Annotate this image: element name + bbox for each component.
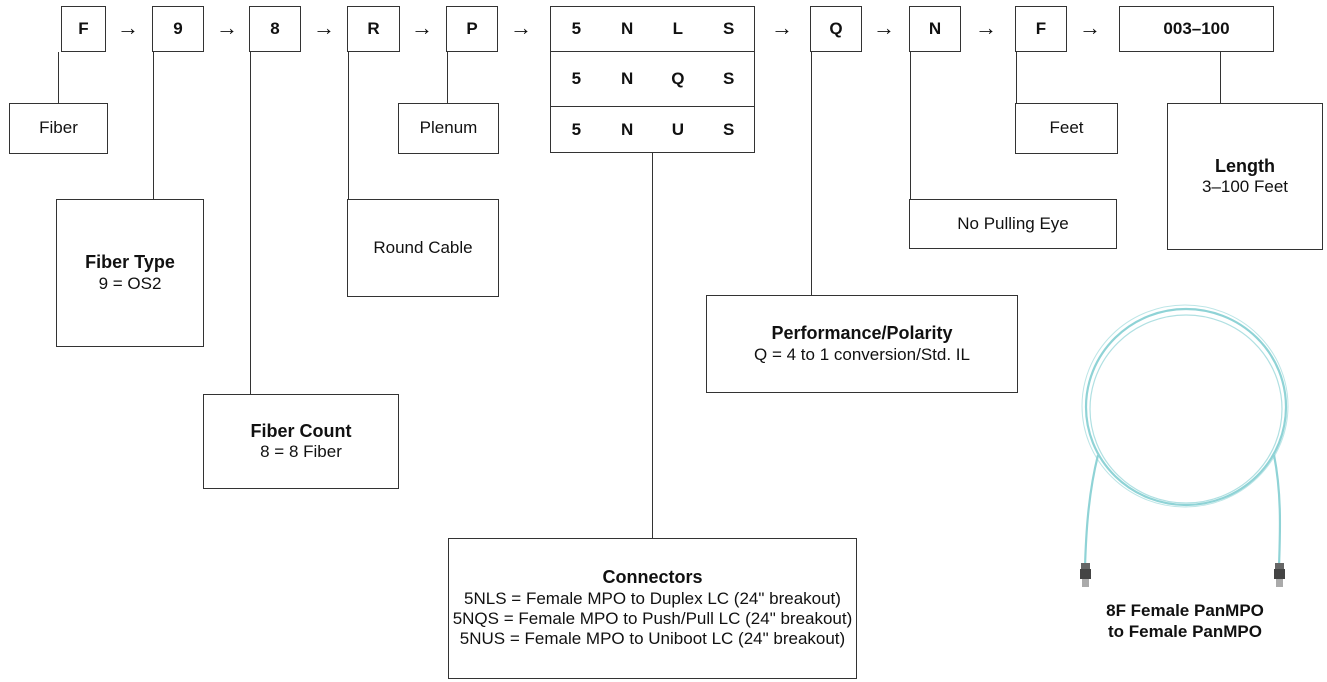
label-feet: Feet [1015,103,1118,154]
arrow-icon: → [510,15,532,40]
fiber-count-title: Fiber Count [250,420,352,441]
leader-line [1220,52,1221,103]
label-performance: Performance/Polarity Q = 4 to 1 conversi… [706,295,1018,393]
leader-line [1016,52,1017,103]
arrow-icon: → [313,15,335,40]
connector-cell: 5 [571,19,582,38]
length-title: Length [1215,155,1275,176]
code-plenum: P [446,6,498,52]
label-fiber-type: Fiber Type 9 = OS2 [56,199,204,347]
connectors-title: Connectors [602,567,703,588]
label-text: Plenum [419,118,478,138]
arrow-icon: → [771,15,793,40]
label-connectors: Connectors 5NLS = Female MPO to Duplex L… [448,538,857,679]
patch-cable-image [1080,304,1289,587]
performance-body: Q = 4 to 1 conversion/Std. IL [754,344,970,364]
leader-line [910,52,911,199]
leader-line [652,153,653,538]
connectors-line: 5NQS = Female MPO to Push/Pull LC (24" b… [452,609,853,629]
fiber-type-body: 9 = OS2 [98,273,162,293]
leader-line [153,52,154,199]
connector-cell: S [722,19,735,38]
leader-line [811,52,812,295]
code-fiber: F [61,6,106,52]
code-text: N [928,19,942,38]
code-text: F [78,19,89,38]
leader-line [447,52,448,103]
performance-title: Performance/Polarity [771,323,953,343]
arrow-icon: → [117,15,139,40]
connector-row-3: 5 N U S [550,106,755,153]
fiber-count-body: 8 = 8 Fiber [260,442,342,462]
code-text: 003–100 [1163,19,1230,38]
connector-cell: L [672,19,684,38]
label-length: Length 3–100 Feet [1167,103,1323,250]
code-text: R [367,19,380,38]
connector-cell: Q [671,69,685,88]
code-round-cable: R [347,6,400,52]
code-length: 003–100 [1119,6,1274,52]
code-text: 8 [270,19,280,38]
leader-line [58,52,59,103]
code-text: P [466,19,478,38]
connector-cell: N [620,19,634,38]
arrow-icon: → [411,15,433,40]
connector-cell: 5 [571,119,582,139]
arrow-icon: → [1079,15,1101,40]
code-pulling-eye: N [909,6,961,52]
label-fiber: Fiber [9,103,108,154]
fiber-type-title: Fiber Type [85,252,175,272]
connector-cell: 5 [571,69,582,88]
label-plenum: Plenum [398,103,499,154]
connector-left-icon [1080,563,1091,587]
caption-line: to Female PanMPO [1108,622,1262,642]
connector-cell: S [722,69,735,88]
label-pulling-eye: No Pulling Eye [909,199,1117,249]
code-fiber-count: 8 [249,6,301,52]
connector-cell: N [620,119,634,139]
connectors-line: 5NUS = Female MPO to Uniboot LC (24" bre… [459,629,846,649]
product-caption: 8F Female PanMPO to Female PanMPO [1070,600,1300,643]
connector-cell: U [671,119,685,139]
length-body: 3–100 Feet [1201,177,1288,197]
arrow-icon: → [975,15,997,40]
arrow-icon: → [873,15,895,40]
connector-cell: S [722,119,735,139]
label-text: Fiber [39,118,78,138]
code-text: F [1035,19,1047,38]
label-fiber-count: Fiber Count 8 = 8 Fiber [203,394,399,489]
arrow-icon: → [216,15,238,40]
label-text: Round Cable [373,237,473,257]
label-round-cable: Round Cable [347,199,499,297]
code-text: Q [829,19,843,38]
code-feet: F [1015,6,1067,52]
connector-cell: N [620,69,634,88]
label-text: Feet [1049,118,1084,138]
code-fiber-type: 9 [152,6,204,52]
leader-line [250,52,251,394]
caption-line: 8F Female PanMPO [1106,601,1264,620]
connector-row-1: 5 N L S [550,6,755,52]
label-text: No Pulling Eye [957,213,1069,233]
leader-line [348,52,349,199]
code-performance: Q [810,6,862,52]
connector-row-2: 5 N Q S [550,51,755,107]
connectors-line: 5NLS = Female MPO to Duplex LC (24" brea… [464,588,841,608]
code-text: 9 [173,19,183,38]
connector-right-icon [1274,563,1285,587]
